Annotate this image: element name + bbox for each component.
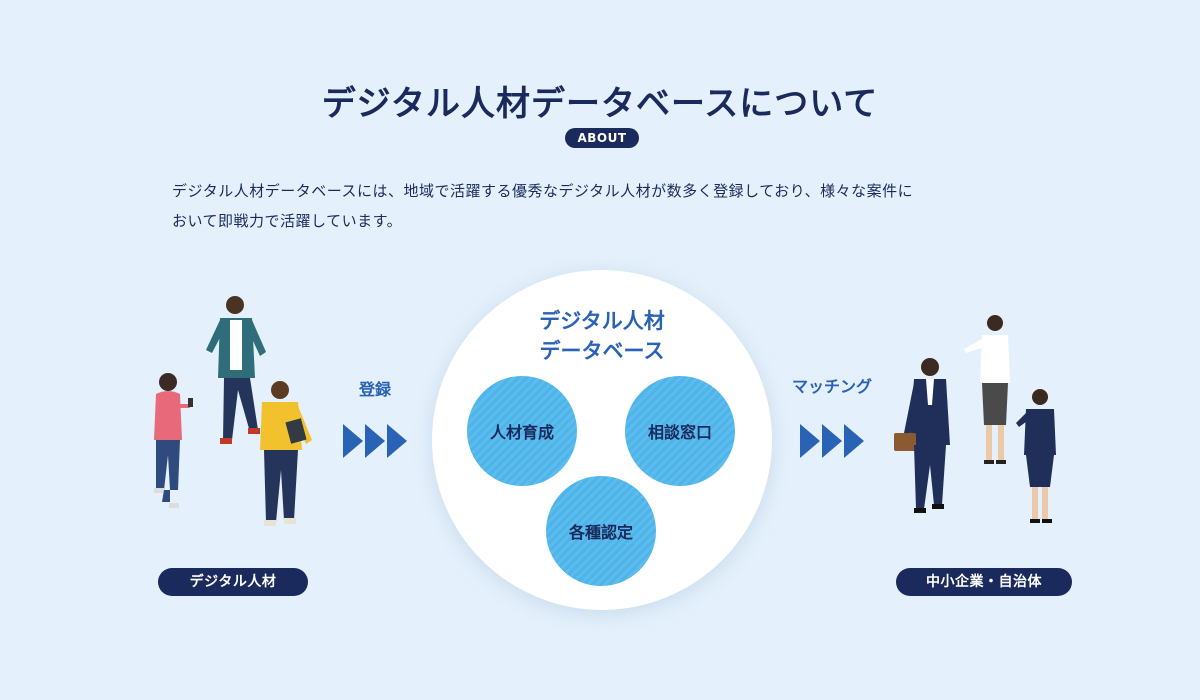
digital-talent-label: デジタル人材 — [158, 568, 308, 596]
database-title-line-1: デジタル人材 — [539, 309, 665, 333]
navy-suit-woman-figure — [1016, 389, 1056, 523]
businessman-figure — [894, 358, 950, 513]
description-line-2: おいて即戦力で活躍しています。 — [172, 212, 403, 230]
tall-man-figure — [206, 296, 266, 444]
yellow-man-figure — [260, 381, 312, 526]
database-title-line-2: データベース — [539, 339, 665, 363]
database-title: デジタル人材 データベース — [432, 306, 772, 366]
woman-figure — [154, 373, 193, 508]
description: デジタル人材データベースには、地域で活躍する優秀なデジタル人材が数多く登録してお… — [172, 176, 1032, 236]
certification-circle: 各種認定 — [546, 476, 656, 586]
business-people-illustration — [894, 315, 1056, 523]
page-title: デジタル人材データベースについて — [321, 84, 879, 124]
consultation-circle: 相談窓口 — [625, 376, 735, 486]
about-badge: ABOUT — [565, 128, 639, 148]
register-label: 登録 — [358, 380, 391, 399]
digital-talent-people-illustration — [154, 296, 312, 526]
description-line-1: デジタル人材データベースには、地域で活躍する優秀なデジタル人材が数多く登録してお… — [172, 182, 914, 200]
matching-arrows-icon — [800, 424, 864, 458]
training-circle: 人材育成 — [467, 376, 577, 486]
register-arrows-icon — [343, 424, 407, 458]
matching-label: マッチング — [791, 377, 872, 396]
white-shirt-woman-figure — [964, 315, 1010, 464]
sme-municipality-label: 中小企業・自治体 — [896, 568, 1072, 596]
